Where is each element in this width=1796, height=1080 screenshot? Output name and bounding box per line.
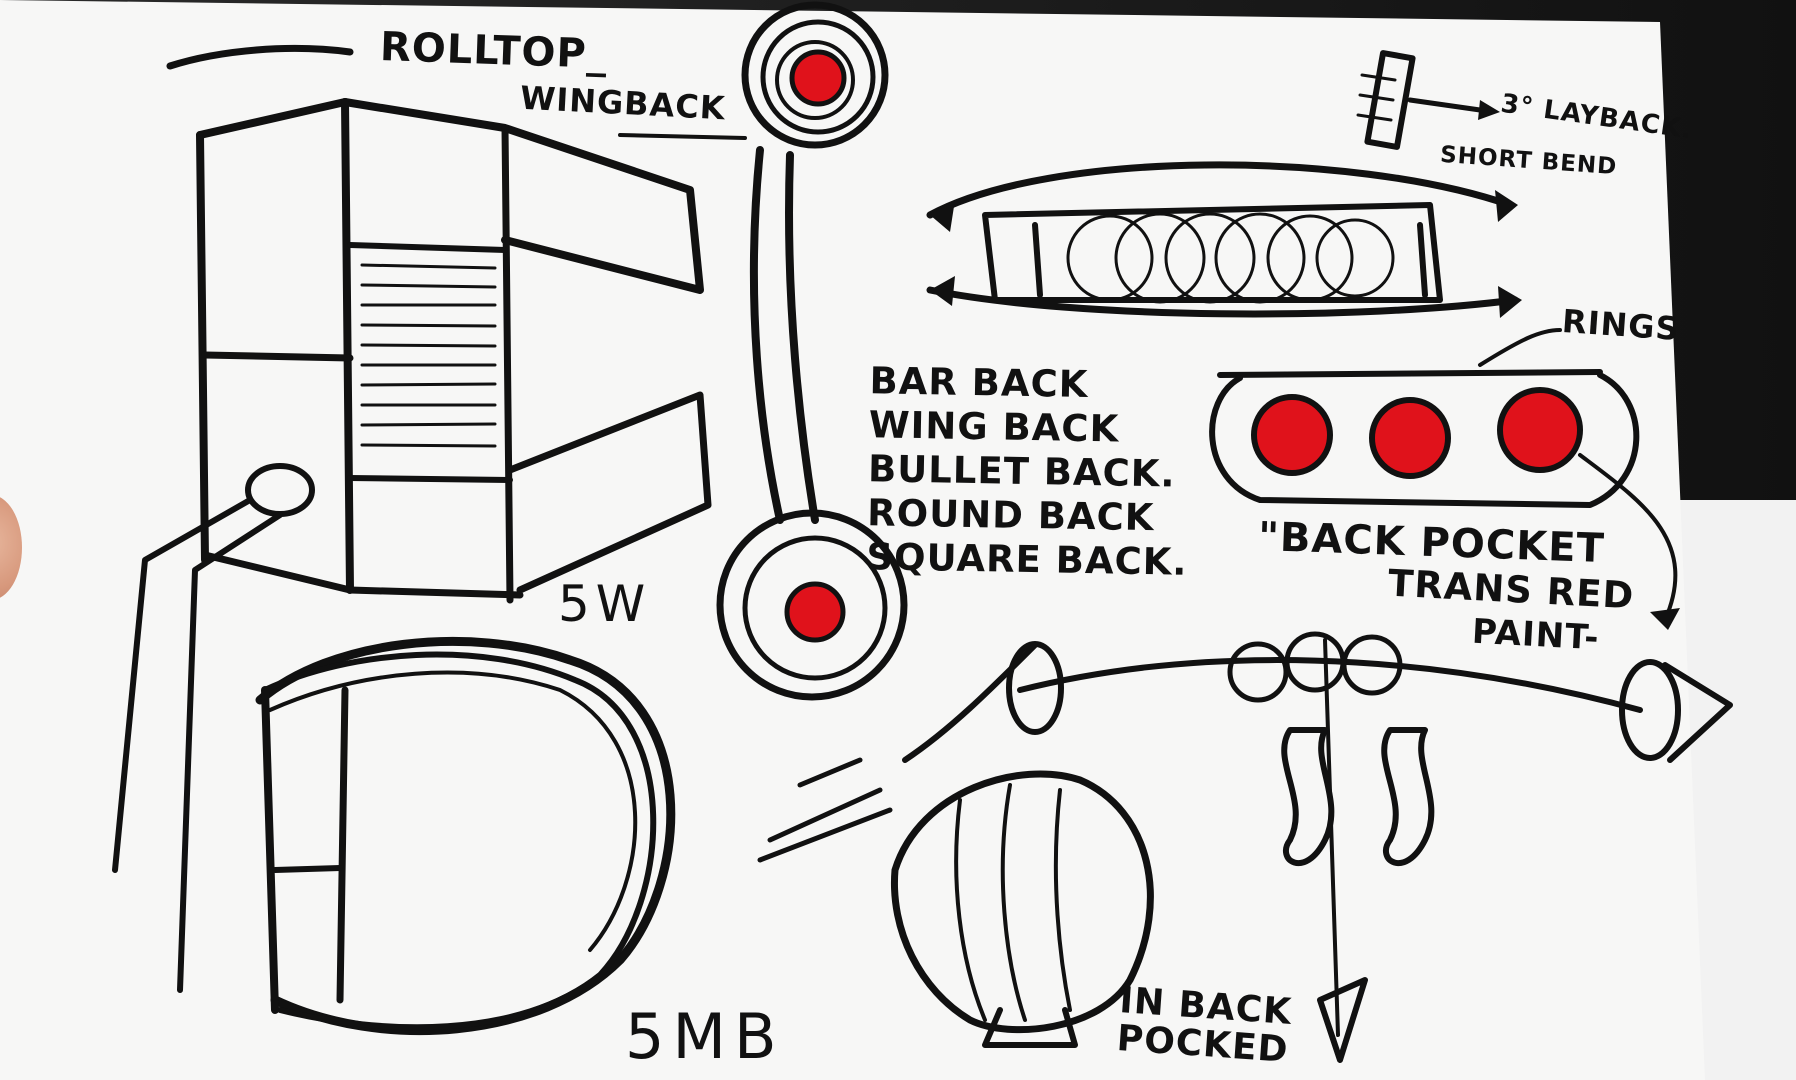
model-list-item: Bar Back	[869, 359, 1089, 407]
wingback-shaft-sketch	[618, 1, 908, 701]
model-list-item: Bullet Back.	[867, 447, 1176, 496]
red-dot-icon	[784, 581, 846, 643]
label-model-5w: 5W	[558, 575, 652, 633]
red-ring-icon	[1497, 387, 1583, 473]
label-rings: Rings	[1560, 301, 1681, 349]
red-ring-icon	[1369, 397, 1451, 479]
model-list-item: Wing Back	[868, 403, 1120, 451]
red-ring-icon	[1251, 394, 1333, 476]
red-dot-icon	[789, 49, 847, 107]
label-rolltop: Rolltop_	[379, 24, 609, 78]
model-list-item: Round Back	[866, 491, 1155, 540]
finger-holding-paper	[0, 495, 22, 600]
label-paint: Paint-	[1471, 611, 1601, 659]
rolltop-putter-sketch	[112, 44, 712, 993]
label-in-back-pocket: In Back Pocked	[1115, 980, 1294, 1071]
model-list-item: Square Back.	[866, 535, 1188, 584]
putter-topview-sketch	[926, 50, 1522, 318]
alignment-sketch	[757, 631, 1733, 1063]
label-model-5mb: 5MB	[625, 1000, 785, 1073]
back-pocket-sketch	[1209, 328, 1680, 630]
model-list: Bar Back Wing Back Bullet Back. Round Ba…	[866, 359, 1191, 585]
mallet-5mb-sketch	[255, 636, 676, 1036]
